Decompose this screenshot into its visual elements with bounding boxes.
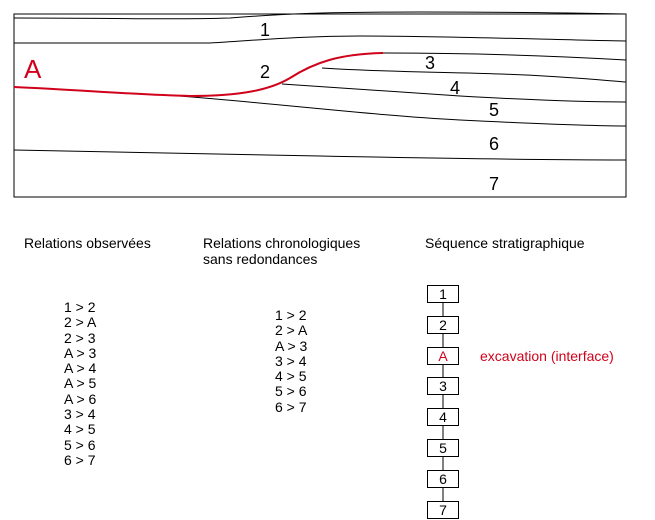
layer-label-3: 3 bbox=[425, 53, 435, 73]
chronological-relations-list: 1 > 2 2 > A A > 3 3 > 4 4 > 5 5 > 6 6 > … bbox=[275, 307, 308, 415]
list-item: A > 3 bbox=[275, 337, 308, 354]
interface-note: excavation (interface) bbox=[480, 348, 614, 364]
layer-label-2: 2 bbox=[260, 62, 270, 82]
boundary-5-6 bbox=[179, 95, 627, 127]
boundary-1-2 bbox=[13, 35, 627, 44]
chronological-title-line1: Relations chronologiques bbox=[203, 235, 361, 251]
list-item: 3 > 4 bbox=[64, 406, 96, 423]
list-item: 4 > 5 bbox=[64, 421, 96, 438]
sequence-unit-1: 1 bbox=[427, 285, 459, 303]
interface-a-line bbox=[13, 52, 384, 98]
list-item: 6 > 7 bbox=[64, 451, 96, 468]
observed-relations-list: 1 > 2 2 > A 2 > 3 A > 3 A > 4 A > 5 A > … bbox=[64, 299, 97, 468]
sequence-unit-7: 7 bbox=[427, 501, 459, 519]
stratigraphic-sequence-title: Séquence stratigraphique bbox=[425, 235, 585, 251]
list-item: A > 4 bbox=[64, 360, 97, 377]
chronological-relations-title: Relations chronologiques sans redondance… bbox=[203, 235, 360, 267]
sequence-unit-6: 6 bbox=[427, 470, 459, 488]
boundary-6-7 bbox=[13, 149, 627, 161]
layer-label-7: 7 bbox=[489, 174, 499, 194]
boundary-3-4 bbox=[321, 67, 627, 83]
list-item: 6 > 7 bbox=[275, 398, 307, 415]
observed-relations-title: Relations observées bbox=[24, 235, 151, 251]
interface-label-a: A bbox=[24, 54, 42, 84]
boundary-4-5 bbox=[281, 83, 627, 103]
sequence-unit-4: 4 bbox=[427, 408, 459, 426]
layer-label-1: 1 bbox=[260, 20, 270, 40]
list-item: 2 > A bbox=[275, 322, 308, 339]
list-item: A > 5 bbox=[64, 375, 97, 392]
list-item: A > 6 bbox=[64, 390, 97, 407]
layer-label-6: 6 bbox=[489, 134, 499, 154]
sequence-unit-3: 3 bbox=[427, 377, 459, 395]
list-item: 3 > 4 bbox=[275, 352, 307, 369]
sequence-unit-5: 5 bbox=[427, 439, 459, 457]
list-item: 5 > 6 bbox=[275, 383, 307, 400]
list-item: A > 3 bbox=[64, 344, 97, 361]
list-item: 2 > A bbox=[64, 314, 97, 331]
section-frame bbox=[13, 13, 627, 198]
boundary-3-upper bbox=[382, 52, 627, 61]
list-item: 1 > 2 bbox=[275, 307, 307, 323]
boundary-top-1 bbox=[13, 11, 627, 20]
list-item: 4 > 5 bbox=[275, 368, 307, 385]
sequence-unit-a: A bbox=[427, 347, 459, 365]
chronological-title-line2: sans redondances bbox=[203, 251, 318, 267]
layer-label-4: 4 bbox=[450, 78, 460, 98]
list-item: 5 > 6 bbox=[64, 436, 96, 453]
layer-label-5: 5 bbox=[489, 100, 499, 120]
list-item: 2 > 3 bbox=[64, 329, 96, 346]
sequence-unit-2: 2 bbox=[427, 316, 459, 334]
stratigraphic-section: 1 2 3 4 5 6 7 A bbox=[13, 11, 627, 198]
list-item: 1 > 2 bbox=[64, 299, 96, 315]
